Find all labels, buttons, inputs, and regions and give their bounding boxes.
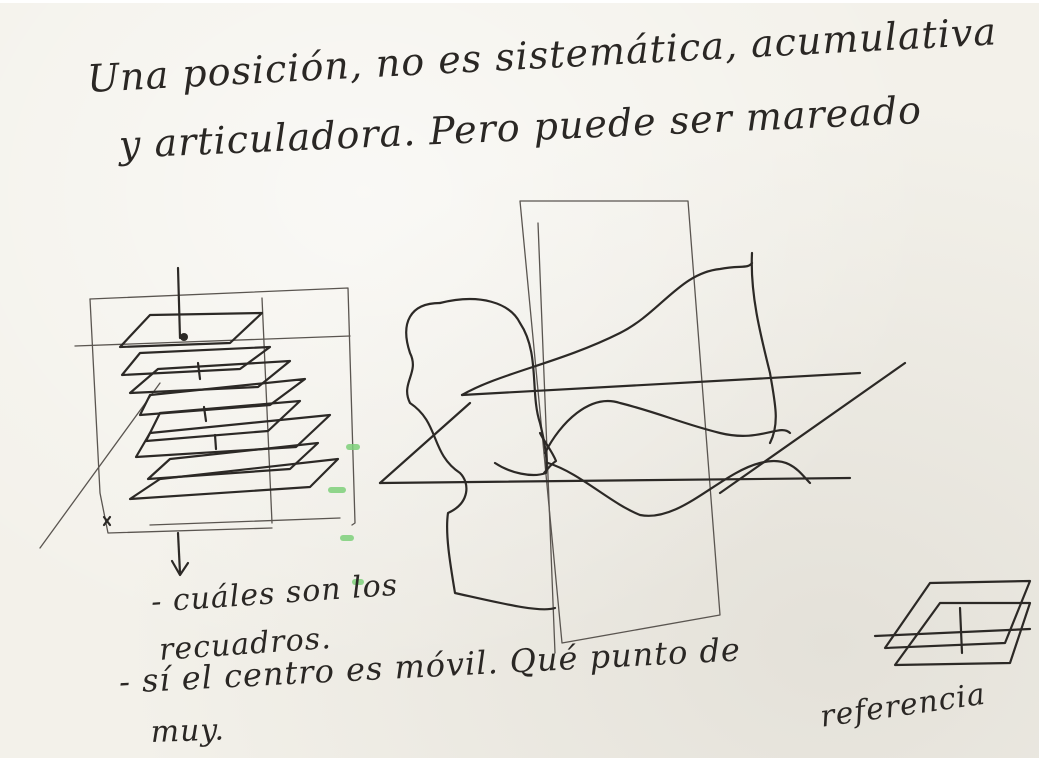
- bullet-2-line-2: muy.: [150, 712, 225, 750]
- small-planes-sketch: [875, 581, 1030, 665]
- stacked-planes-sketch: [40, 268, 355, 575]
- abstract-map-sketch: [380, 201, 905, 653]
